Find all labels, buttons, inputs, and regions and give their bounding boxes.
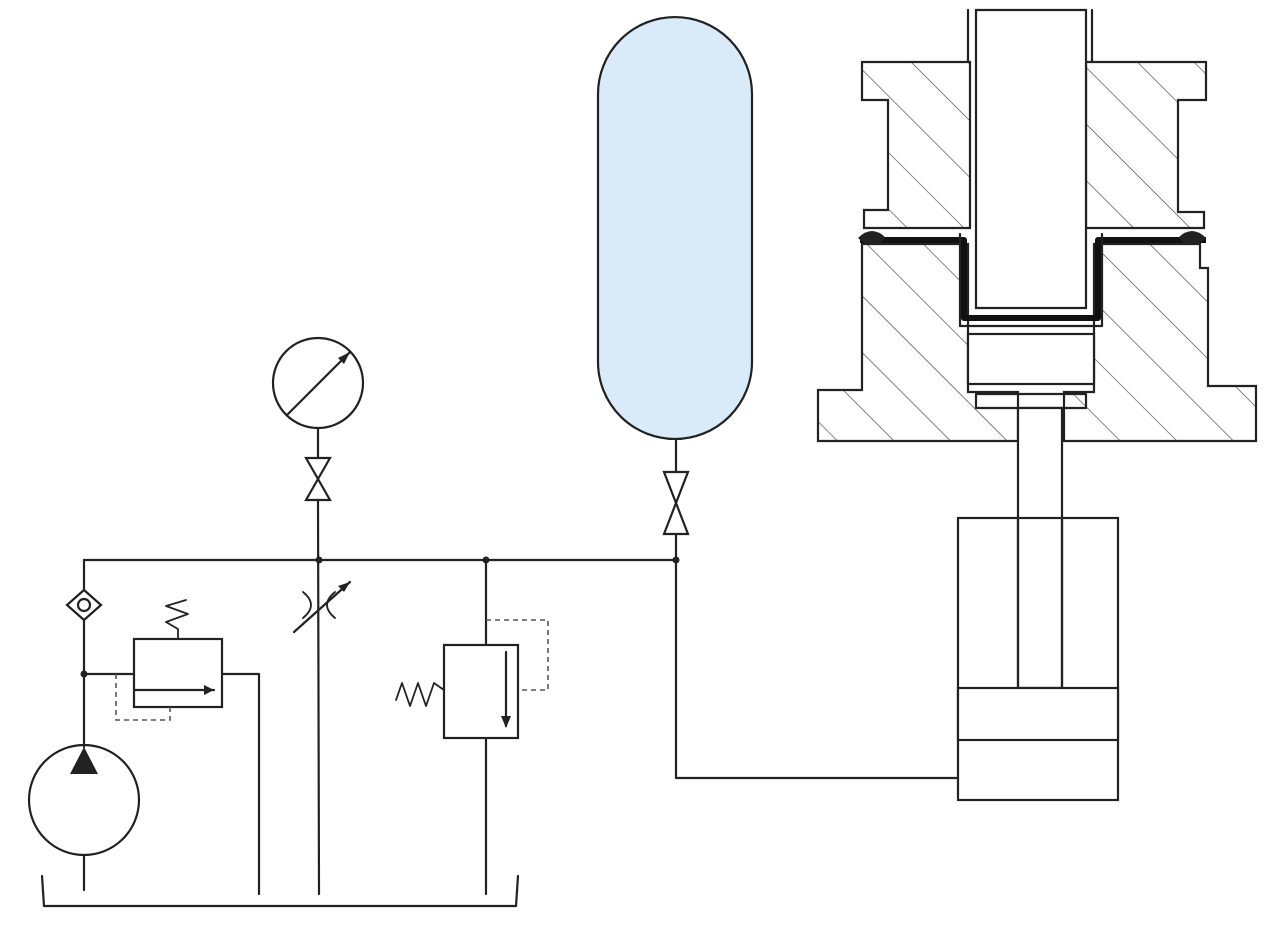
accumulator-icon <box>596 15 754 441</box>
clamping-bead-right <box>1178 231 1206 245</box>
cylinder <box>956 406 1120 802</box>
accumulator-branch <box>596 15 754 562</box>
relief-valve <box>82 599 224 721</box>
punch <box>974 8 1088 310</box>
sheet-blank <box>860 237 1206 321</box>
shutoff-valve-icon <box>304 456 332 502</box>
hydraulic-pump <box>27 743 141 892</box>
pressure-valve <box>395 619 549 740</box>
adjustable-throttle <box>292 580 352 634</box>
piston <box>956 686 1120 742</box>
gauge-branch <box>271 336 365 896</box>
drawing-tool <box>816 8 1258 443</box>
relief-valve-icon <box>132 637 224 709</box>
adjustable-throttle-icon <box>302 591 312 619</box>
tank <box>40 874 520 908</box>
accumulator-shutoff-valve-icon <box>662 470 690 536</box>
clamping-bead-left <box>858 231 886 245</box>
cylinder-icon <box>956 516 1120 802</box>
tank-icon <box>40 874 520 908</box>
return-lines <box>220 558 488 896</box>
check-valve <box>65 588 103 749</box>
blank-holder <box>860 60 1208 230</box>
main-pressure-line <box>80 556 960 780</box>
ejector-plate <box>966 332 1096 386</box>
